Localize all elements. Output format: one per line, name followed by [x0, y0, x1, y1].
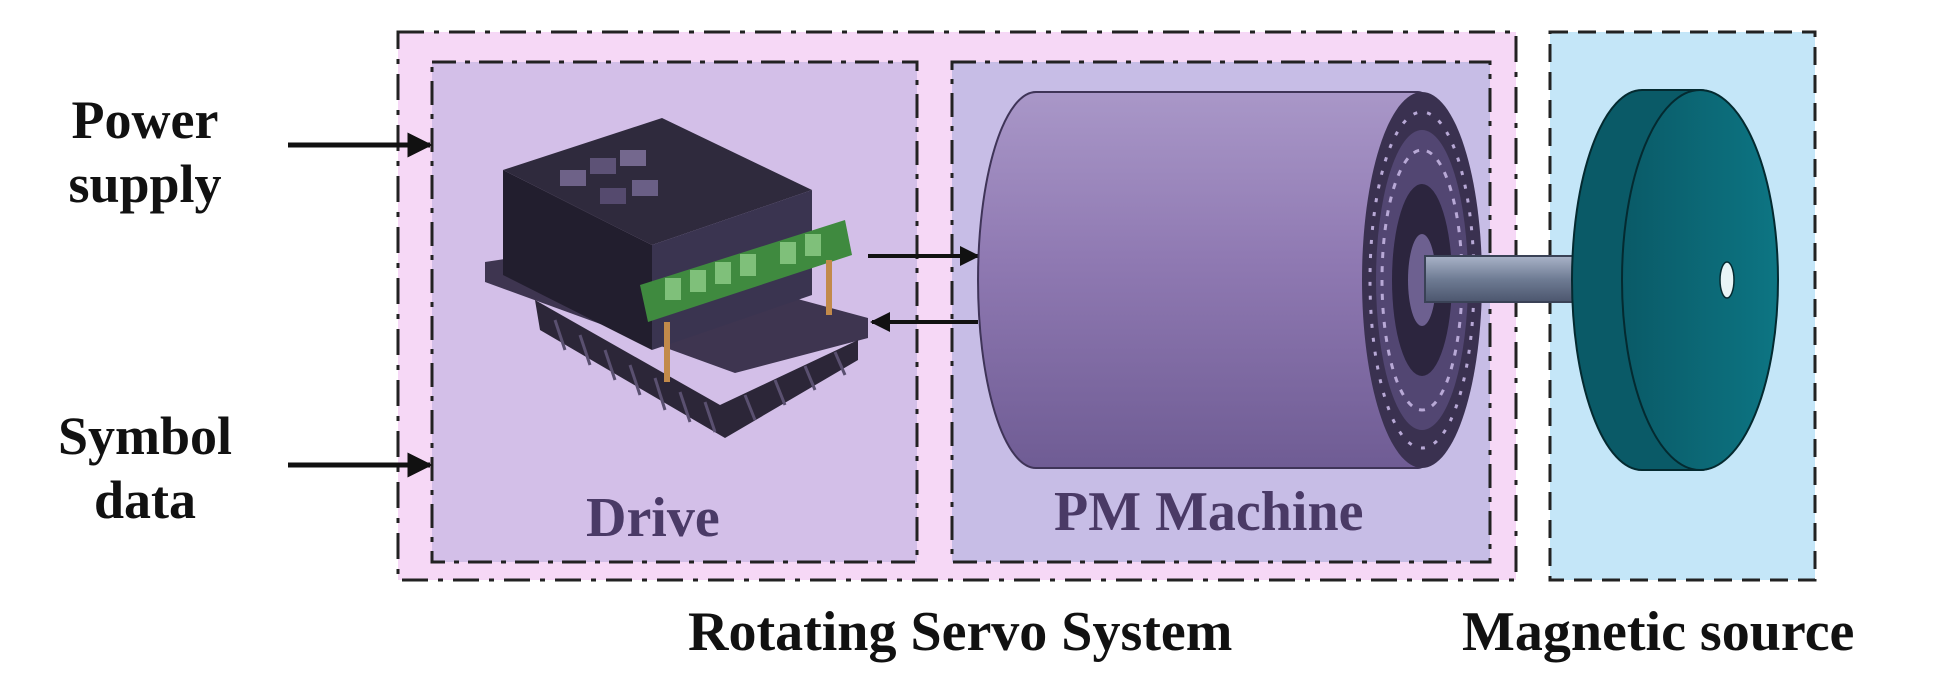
servo-system-caption: Rotating Servo System: [688, 601, 1233, 663]
pm-machine-label: PM Machine: [1054, 481, 1364, 543]
drive-label: Drive: [586, 487, 720, 549]
pm-machine-image: [977, 91, 1482, 469]
symbol-data-line2: data: [93, 470, 196, 530]
power-supply-label: Power supply: [20, 88, 270, 216]
magnetic-disc-image: [1571, 89, 1779, 471]
shaft: [1424, 255, 1596, 303]
symbol-data-line1: Symbol: [57, 406, 233, 466]
power-supply-line2: supply: [68, 154, 222, 214]
drive-unit-image: [485, 118, 868, 438]
power-supply-line1: Power: [71, 90, 219, 150]
magnetic-source-caption: Magnetic source: [1462, 601, 1855, 663]
symbol-data-label: Symbol data: [20, 404, 270, 532]
